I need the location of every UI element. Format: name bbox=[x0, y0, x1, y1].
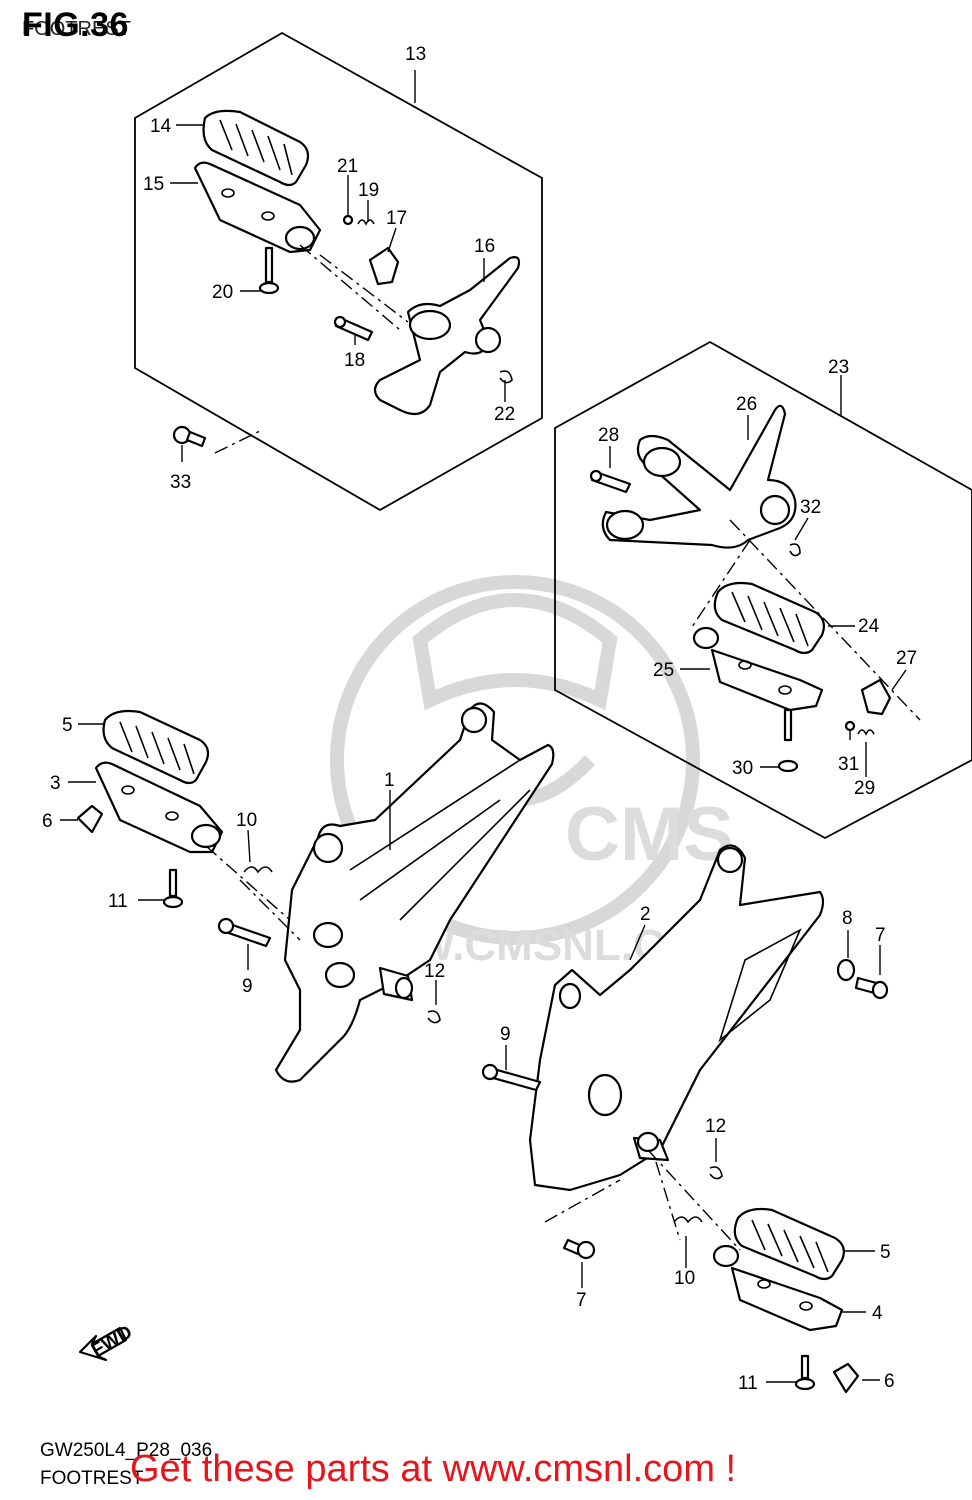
callout-30: 30 bbox=[732, 758, 753, 779]
assembly-box-13 bbox=[134, 31, 543, 512]
callout-4: 4 bbox=[872, 1303, 883, 1324]
callout-7-upper: 7 bbox=[875, 925, 886, 946]
callout-20: 20 bbox=[212, 282, 233, 303]
callout-26: 26 bbox=[736, 394, 757, 415]
callout-21: 21 bbox=[337, 156, 358, 177]
callout-18: 18 bbox=[344, 350, 365, 371]
callout-19: 19 bbox=[358, 180, 379, 201]
fwd-label: FWD bbox=[88, 1322, 136, 1362]
callout-14: 14 bbox=[150, 116, 172, 137]
callout-5-left: 5 bbox=[62, 715, 73, 736]
figure-label: FIG.36 bbox=[22, 6, 129, 44]
callout-11-left: 11 bbox=[108, 891, 128, 912]
model-code: GW250L4_P28_036 bbox=[40, 1440, 213, 1461]
callout-23: 23 bbox=[828, 357, 849, 378]
watermark-brand: CMS bbox=[565, 792, 734, 877]
callout-11-right: 11 bbox=[738, 1373, 758, 1394]
forward-direction-arrow: FWD bbox=[78, 1322, 136, 1362]
callout-10-left: 10 bbox=[236, 810, 257, 831]
callout-labels: 13 14 15 20 21 19 17 16 18 22 33 23 28 2… bbox=[42, 44, 917, 1394]
callout-32: 32 bbox=[800, 497, 821, 518]
callout-7-lower: 7 bbox=[576, 1290, 587, 1311]
section-subtitle: FOOTREST bbox=[22, 18, 131, 40]
callout-25: 25 bbox=[653, 660, 674, 681]
callout-27: 27 bbox=[896, 648, 917, 669]
callout-17: 17 bbox=[386, 208, 407, 229]
callout-24: 24 bbox=[858, 616, 880, 637]
callout-10-right: 10 bbox=[674, 1268, 695, 1289]
section-name: FOOTREST bbox=[40, 1468, 144, 1489]
callout-33: 33 bbox=[170, 472, 191, 493]
promo-link[interactable]: Get these parts at www.cmsnl.com ! bbox=[130, 1448, 737, 1490]
callout-13: 13 bbox=[405, 44, 426, 65]
callout-9-left: 9 bbox=[242, 976, 253, 997]
callout-9-right: 9 bbox=[500, 1024, 511, 1045]
callout-5-right: 5 bbox=[880, 1242, 891, 1263]
right-footrest-assembly bbox=[481, 844, 889, 1394]
left-footrest-assembly bbox=[60, 702, 555, 1083]
callout-8: 8 bbox=[842, 908, 853, 929]
callout-22: 22 bbox=[494, 404, 515, 425]
callout-3: 3 bbox=[50, 773, 61, 794]
callout-12-left: 12 bbox=[424, 961, 445, 982]
callout-6-right: 6 bbox=[884, 1371, 895, 1392]
callout-31: 31 bbox=[838, 754, 859, 775]
callout-6-left: 6 bbox=[42, 811, 53, 832]
callout-12-right: 12 bbox=[705, 1116, 726, 1137]
callout-28: 28 bbox=[598, 425, 619, 446]
assembly-box-23 bbox=[554, 340, 972, 840]
callout-29: 29 bbox=[854, 778, 875, 799]
callout-2: 2 bbox=[640, 904, 651, 925]
callout-1: 1 bbox=[384, 770, 395, 791]
callout-15: 15 bbox=[143, 174, 164, 195]
callout-16: 16 bbox=[474, 236, 495, 257]
